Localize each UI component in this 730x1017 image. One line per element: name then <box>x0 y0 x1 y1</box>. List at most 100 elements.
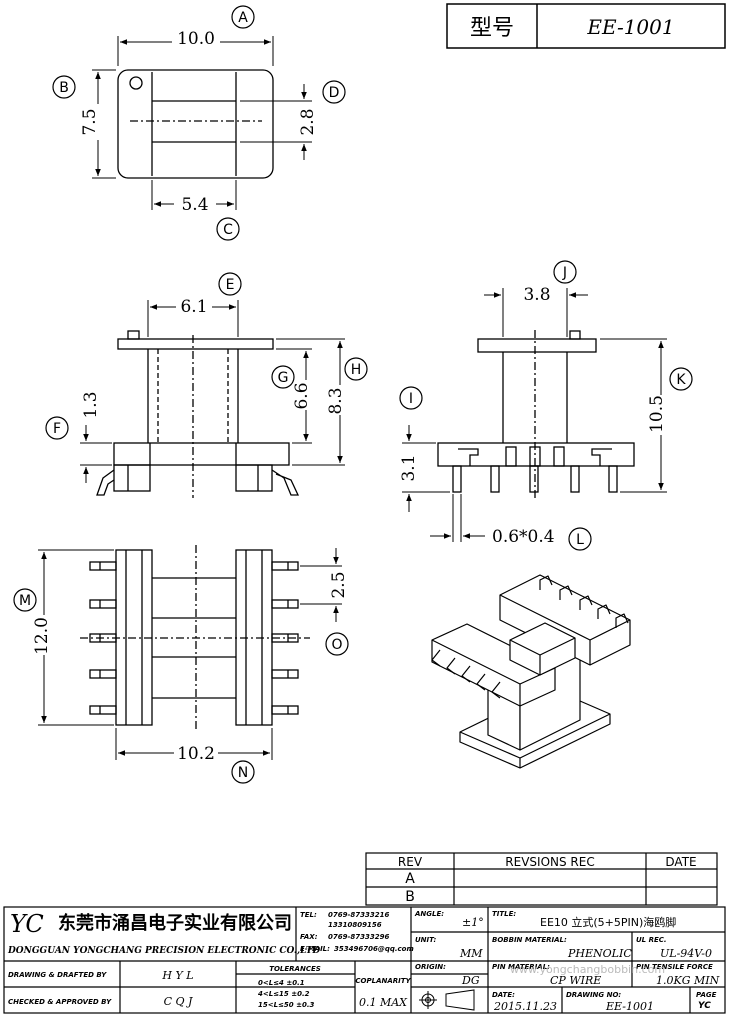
fax-label: FAX: <box>300 933 318 941</box>
coplanarity-label: COPLANARITY <box>355 977 411 985</box>
dim-b-value: 7.5 <box>80 108 100 135</box>
dim-l: 0.6*0.4 <box>430 494 555 547</box>
pin-material-value: CP WIRE <box>550 974 601 987</box>
model-header-box: 型号 EE-1001 <box>446 3 726 49</box>
angle-value: ±1° <box>462 916 484 929</box>
rev-row-a: A <box>405 871 415 887</box>
bobbin-value: PHENOLIC <box>567 947 632 960</box>
callout-n: N <box>238 765 248 781</box>
page-label: PAGE <box>696 991 717 999</box>
dim-a-value: 10.0 <box>177 29 215 49</box>
dim-b: 7.5 <box>80 69 116 179</box>
dim-c-value: 5.4 <box>181 195 208 215</box>
title-value: EE10 立式(5+5PIN)海鸥脚 <box>540 915 676 929</box>
drawing-by-label: DRAWING & DRAFTED BY <box>8 971 107 979</box>
model-label: 型号 <box>470 16 514 41</box>
title-label: TITLE: <box>492 910 516 918</box>
dim-c: 5.4 <box>151 180 237 215</box>
dim-f: 1.3 <box>80 391 112 483</box>
tolerances-label: TOLERANCES <box>269 965 321 973</box>
dim-a: 10.0 <box>117 29 274 66</box>
fax-value: 0769-87333296 <box>328 933 389 941</box>
date-value: 2015.11.23 <box>493 1000 557 1013</box>
dim-i-value: 3.1 <box>399 454 419 481</box>
drawing-no-label: DRAWING NO: <box>566 991 621 999</box>
tensile-label: PIN TENSILE FORCE <box>636 963 713 971</box>
dim-n: 10.2 <box>115 728 273 764</box>
drawing-no-value: EE-1001 <box>605 1000 654 1013</box>
dim-d-value: 2.8 <box>298 108 318 135</box>
tolerance-3: 15<L≤50 ±0.3 <box>258 1001 315 1009</box>
dim-e-value: 6.1 <box>180 297 207 317</box>
tolerance-2: 4<L≤15 ±0.2 <box>258 990 310 998</box>
front-view <box>96 330 300 498</box>
callout-h: H <box>351 362 362 378</box>
projection-symbol-icon <box>419 989 475 1011</box>
callout-e: E <box>226 277 235 293</box>
revision-table <box>365 852 718 906</box>
bottom-view <box>80 545 310 730</box>
callout-m: M <box>19 593 31 609</box>
callout-c: C <box>223 222 233 238</box>
company-logo: YC <box>10 910 44 938</box>
email-value: 353496706@qq.com <box>334 945 414 953</box>
callout-j: J <box>562 265 567 281</box>
pin-material-label: PIN MATERIAL: <box>492 963 550 971</box>
watermark: www.yongchangbobbin.com <box>510 963 665 976</box>
side-view <box>437 330 635 498</box>
dim-g-value: 6.6 <box>292 382 312 409</box>
dim-g: 6.6 <box>276 348 312 444</box>
tensile-value: 1.0KG MIN <box>656 974 720 987</box>
dim-k-value: 10.5 <box>647 395 667 433</box>
ul-value: UL-94V-0 <box>660 947 712 960</box>
dim-m-value: 12.0 <box>32 617 52 655</box>
callout-l: L <box>576 532 584 548</box>
dim-n-value: 10.2 <box>177 744 215 764</box>
callout-labels: A B C D E F G H I J K L M N O <box>19 10 686 781</box>
angle-label: ANGLE: <box>414 910 444 918</box>
callout-a: A <box>238 10 248 26</box>
callout-d: D <box>329 85 340 101</box>
callout-o: O <box>331 637 342 653</box>
dim-h: 8.3 <box>276 338 346 466</box>
callout-f: F <box>53 421 61 437</box>
checked-by-value: C Q J <box>164 995 193 1008</box>
revision-table-text: REV REVSIONS REC DATE A B <box>398 855 697 905</box>
rev-col-rev: REV <box>398 855 423 869</box>
dim-k: 10.5 <box>600 338 667 493</box>
bobbin-label: BOBBIN MATERIAL: <box>492 936 567 944</box>
dim-o: 2.5 <box>300 548 349 622</box>
company-name-cn: 东莞市涌昌电子实业有限公司 <box>58 912 292 934</box>
origin-label: ORIGIN: <box>415 963 446 971</box>
page-value: YC <box>698 1001 711 1011</box>
dim-m: 12.0 <box>32 549 114 726</box>
tel-label: TEL: <box>300 911 317 919</box>
tel-2: 13310809156 <box>328 921 382 929</box>
drawing-by-value: H Y L <box>161 969 193 982</box>
rev-row-b: B <box>405 889 415 905</box>
model-value: EE-1001 <box>586 15 674 39</box>
dim-j-value: 3.8 <box>523 285 550 305</box>
dim-j: 3.8 <box>484 285 588 337</box>
dim-f-value: 1.3 <box>81 391 101 418</box>
ul-label: UL REC. <box>636 936 667 944</box>
dim-o-value: 2.5 <box>329 571 349 598</box>
email-label: E-MAIL: <box>300 945 330 953</box>
dim-e: 6.1 <box>147 296 239 337</box>
callout-g: G <box>278 370 289 386</box>
unit-label: UNIT: <box>415 936 437 944</box>
dim-d: 2.8 <box>240 84 318 160</box>
rev-col-rec: REVSIONS REC <box>505 855 594 869</box>
rev-col-date: DATE <box>665 855 696 869</box>
tolerance-1: 0<L≤4 ±0.1 <box>258 979 305 987</box>
dim-i: 3.1 <box>398 425 450 512</box>
company-name-en: DONGGUAN YONGCHANG PRECISION ELECTRONIC … <box>7 946 320 956</box>
unit-value: MM <box>459 947 483 960</box>
title-block-text: YC 东莞市涌昌电子实业有限公司 DONGGUAN YONGCHANG PREC… <box>7 910 720 1013</box>
origin-value: DG <box>461 974 480 987</box>
callout-i: I <box>409 391 413 407</box>
callouts <box>13 5 693 784</box>
top-view <box>117 69 274 179</box>
date-label: DATE: <box>492 991 515 999</box>
